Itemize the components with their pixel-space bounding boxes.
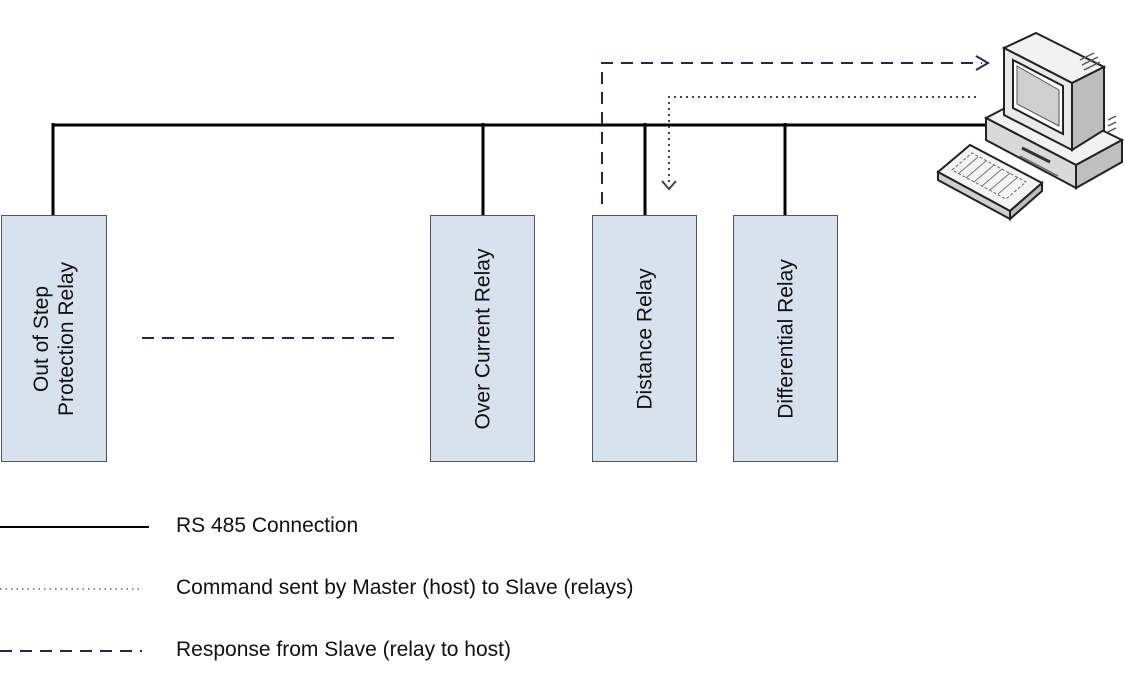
relay-over-current-label: Over Current Relay (471, 248, 494, 429)
legend-response: Response from Slave (relay to host) (0, 636, 760, 666)
response-path (601, 62, 982, 204)
legend-rs485: RS 485 Connection (0, 512, 760, 542)
legend-command-label: Command sent by Master (host) to Slave (… (176, 576, 634, 599)
command-path (668, 96, 976, 186)
command-arrowhead (661, 180, 677, 191)
legend-response-label: Response from Slave (relay to host) (176, 638, 511, 661)
legend-rs485-label: RS 485 Connection (176, 514, 359, 537)
desktop-computer-icon (936, 31, 1125, 222)
relay-out-of-step: Out of Step Protection Relay (1, 215, 107, 462)
response-arrowhead (975, 55, 990, 71)
relay-distance: Distance Relay (592, 215, 697, 462)
relay-distance-label: Distance Relay (633, 267, 656, 410)
relay-out-of-step-label: Out of Step Protection Relay (30, 261, 78, 416)
legend-command: Command sent by Master (host) to Slave (… (0, 574, 760, 604)
relay-differential: Differential Relay (733, 215, 838, 462)
relay-differential-label: Differential Relay (774, 258, 797, 419)
relay-over-current: Over Current Relay (430, 215, 535, 462)
